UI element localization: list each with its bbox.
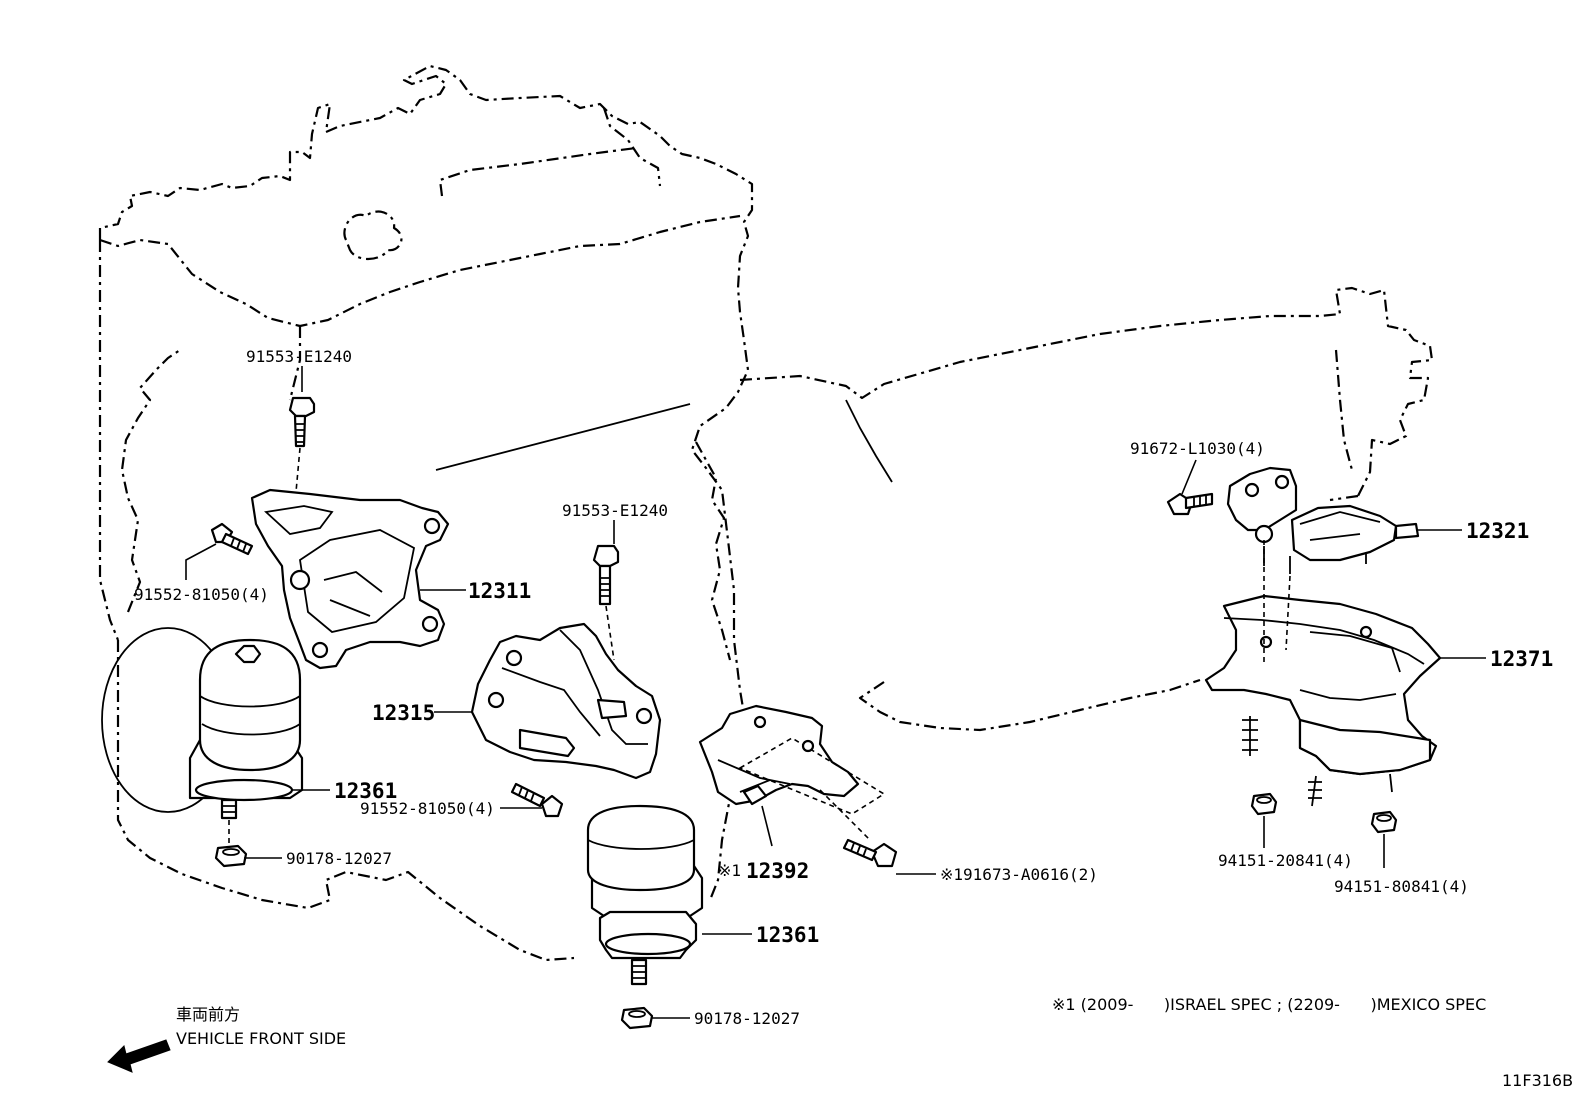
label-91553-left: 91553-E1240 (246, 347, 352, 366)
arrow-left-down-icon (107, 1039, 171, 1073)
label-91552-left: 91552-81050(4) (134, 585, 269, 604)
label-91553-center: 91553-E1240 (562, 501, 668, 520)
nut-94151-20841 (1250, 792, 1278, 816)
vehicle-front-english: VEHICLE FRONT SIDE (176, 1029, 346, 1048)
insulator-12321 (1226, 466, 1420, 574)
label-12321: 12321 (1466, 519, 1529, 543)
label-12361-left: 12361 (334, 779, 397, 803)
bracket-12315 (470, 622, 662, 780)
label-90178-center: 90178-12027 (694, 1009, 800, 1028)
spec-footnote: ※1 (2009- )ISRAEL SPEC ; (2209- )MEXICO … (1052, 995, 1486, 1014)
label-94151-80841: 94151-80841(4) (1334, 877, 1469, 896)
bolt-91553-center (592, 544, 620, 606)
nut-94151-80841 (1370, 810, 1398, 834)
leader-bolt-center (605, 605, 615, 661)
nut-90178-left (214, 844, 248, 868)
label-12371: 12371 (1490, 647, 1553, 671)
leader-91672 (1181, 459, 1197, 495)
bolt-91553-left (288, 396, 316, 448)
bolt-91552-center (510, 782, 564, 818)
bolt-191673 (842, 838, 898, 868)
transmission-outline (695, 286, 1434, 732)
label-12311: 12311 (468, 579, 531, 603)
mount-12361-center (586, 804, 704, 986)
label-191673: ※191673-A0616(2) (940, 865, 1098, 884)
mount-12361-left (101, 627, 304, 820)
leader-12392 (761, 805, 773, 847)
leader-bolt-rear (819, 789, 871, 841)
leader-vert-2 (1285, 575, 1291, 651)
label-12361-center: 12361 (756, 923, 819, 947)
bracket-12392 (698, 704, 886, 815)
label-12392-mark: ※1 (718, 861, 741, 880)
bolt-91672-right (1166, 492, 1214, 516)
leader-91552-left (185, 543, 217, 580)
label-91672: 91672-L1030(4) (1130, 439, 1265, 458)
vehicle-front-japanese: 車両前方 (176, 1005, 240, 1024)
label-12315: 12315 (372, 701, 435, 725)
label-90178-left: 90178-12027 (286, 849, 392, 868)
nut-90178-center (620, 1006, 654, 1030)
diagram-code: 11F316B (1502, 1071, 1573, 1090)
leader-bolt-left (295, 447, 301, 493)
bolt-91552-left (210, 522, 254, 556)
bracket-12311 (250, 488, 450, 670)
member-12371 (1204, 594, 1442, 807)
label-94151-20841: 94151-20841(4) (1218, 851, 1353, 870)
label-12392: 12392 (746, 859, 809, 883)
engine-outline (98, 64, 754, 962)
label-91552-center: 91552-81050(4) (360, 799, 495, 818)
